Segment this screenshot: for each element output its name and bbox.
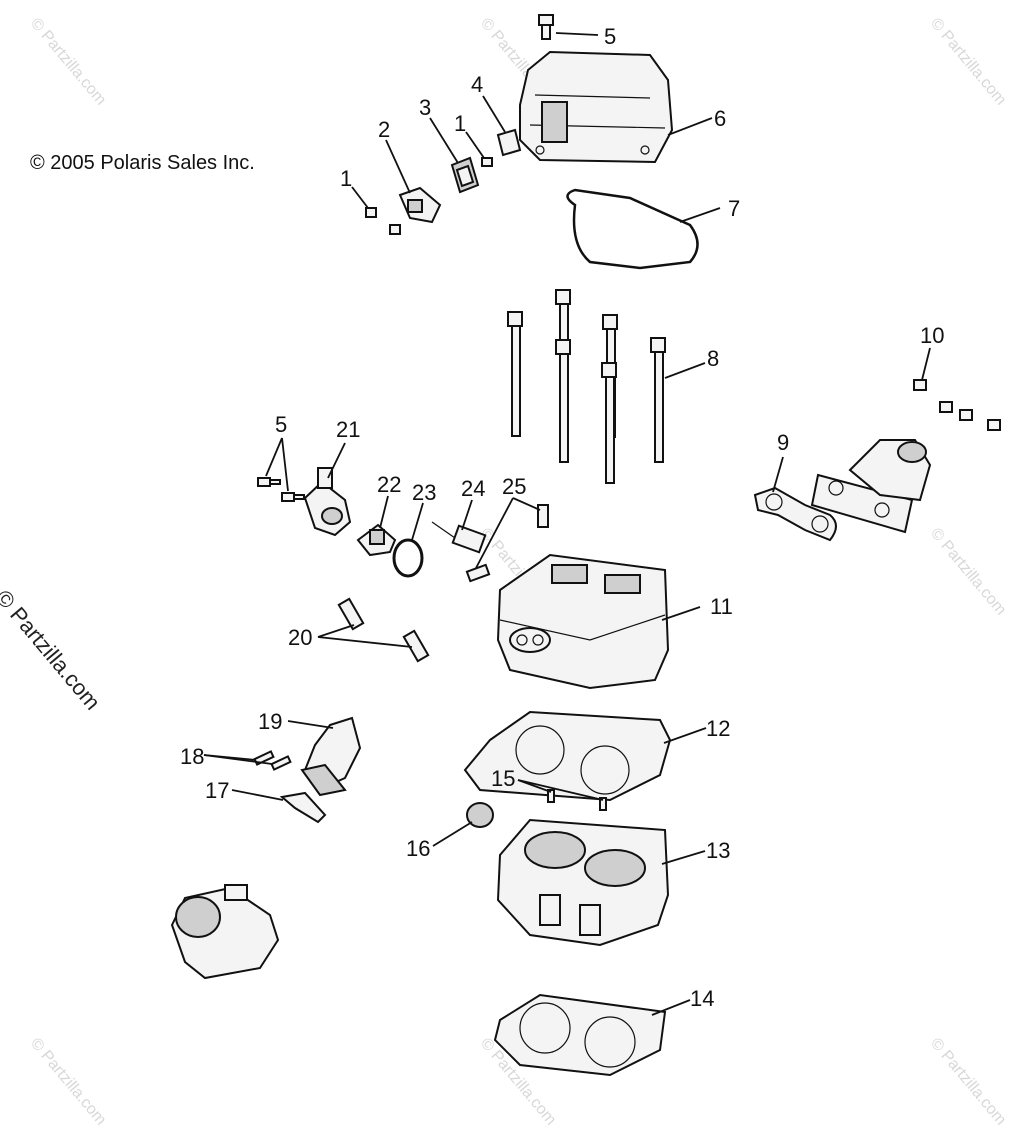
part-4-plate[interactable] <box>496 128 522 157</box>
callout-13: 13 <box>706 838 730 863</box>
part-15-dowels[interactable] <box>547 789 607 811</box>
part-5-bolts-left[interactable] <box>257 477 305 502</box>
callout-22: 22 <box>377 472 401 497</box>
callout-10: 10 <box>920 323 944 348</box>
part-7-valve-cover-gasket[interactable] <box>566 188 699 270</box>
part-14-base-gasket[interactable] <box>493 993 667 1077</box>
part-24-temp-sensor[interactable] <box>431 521 487 554</box>
callout-1: 1 <box>454 111 466 136</box>
part-22-thermostat[interactable] <box>356 523 397 557</box>
part-6-valve-cover[interactable] <box>519 50 674 164</box>
part-23-o-ring[interactable] <box>392 538 424 578</box>
callout-6: 6 <box>714 106 726 131</box>
part-8-head-bolts[interactable] <box>507 289 666 484</box>
part-11-cylinder-head[interactable] <box>496 553 670 690</box>
part-1-screw[interactable] <box>365 207 401 235</box>
callout-11: 11 <box>710 594 733 619</box>
callout-5: 5 <box>604 24 616 49</box>
callout-14: 14 <box>690 986 714 1011</box>
part-9-exhaust-manifold[interactable] <box>810 439 932 534</box>
callout-12: 12 <box>706 716 730 741</box>
throttle-body[interactable] <box>170 884 280 980</box>
part-25-bleed-screws[interactable] <box>465 504 549 583</box>
part-16-plug[interactable] <box>466 802 494 828</box>
callout-20: 20 <box>288 625 312 650</box>
callout-7: 7 <box>728 196 740 221</box>
part-12-head-gasket[interactable] <box>463 710 672 802</box>
part-9-exhaust-gasket[interactable] <box>753 486 837 542</box>
callout-17: 17 <box>205 778 229 803</box>
callout-16: 16 <box>406 836 430 861</box>
part-1-screw[interactable] <box>481 157 493 167</box>
callout-24: 24 <box>461 476 485 501</box>
part-10-bolts[interactable] <box>913 379 1001 431</box>
part-20-spark-plugs[interactable] <box>337 597 430 663</box>
callout-18: 18 <box>180 744 204 769</box>
callout-15: 15 <box>491 766 515 791</box>
callout-4: 4 <box>471 72 483 97</box>
callout-21: 21 <box>336 417 360 442</box>
part-2-sensor[interactable] <box>398 186 442 224</box>
part-3-gasket[interactable] <box>450 156 480 194</box>
callout-19: 19 <box>258 709 282 734</box>
callout-8: 8 <box>707 346 719 371</box>
copyright-notice: © 2005 Polaris Sales Inc. <box>30 152 255 174</box>
callout-23: 23 <box>412 480 436 505</box>
callout-25: 25 <box>502 474 526 499</box>
callout-3: 3 <box>419 95 431 120</box>
part-19-intake-boot[interactable] <box>300 716 362 797</box>
part-17-clamp[interactable] <box>279 791 327 824</box>
part-21-thermostat-housing[interactable] <box>303 467 352 537</box>
part-5-bolt-top[interactable] <box>538 14 554 40</box>
part-18-screws[interactable] <box>253 750 292 771</box>
callout-9: 9 <box>777 430 789 455</box>
part-13-cylinder[interactable] <box>496 818 670 947</box>
callout-5: 5 <box>275 412 287 437</box>
callout-2: 2 <box>378 117 390 142</box>
callout-1: 1 <box>340 166 352 191</box>
